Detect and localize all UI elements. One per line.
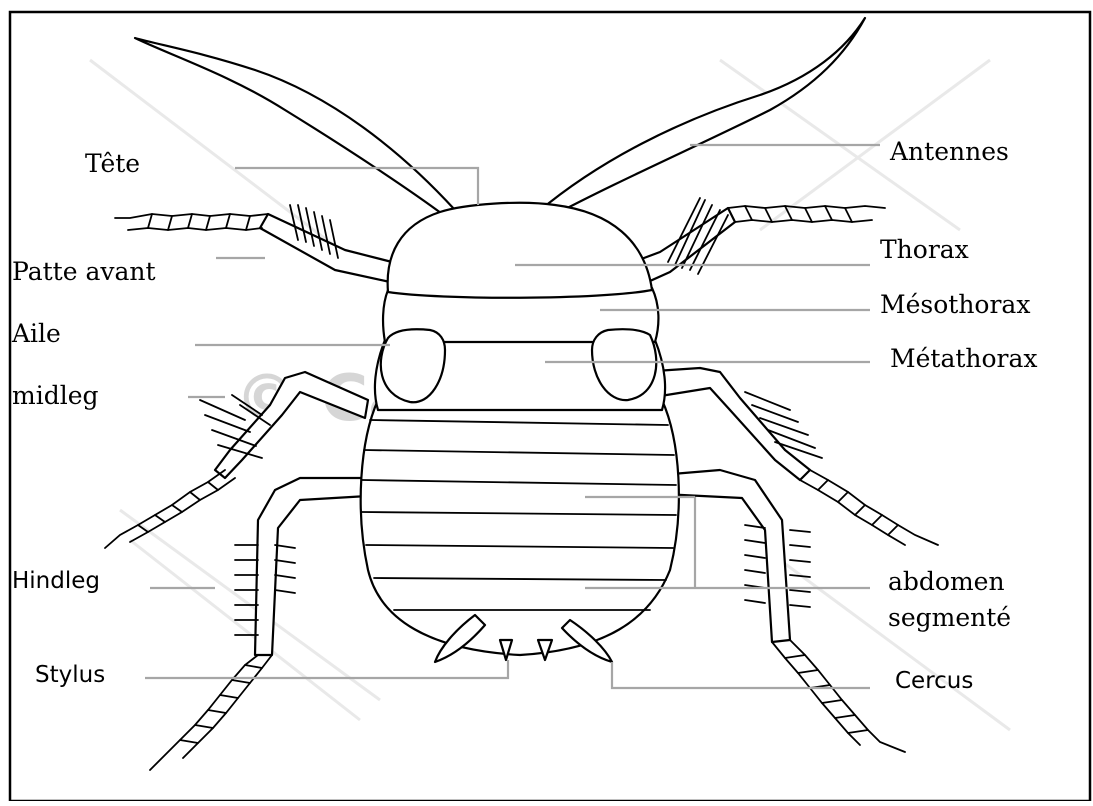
label-antennes: Antennes (889, 137, 1009, 166)
label-thorax: Thorax (880, 235, 969, 264)
insect-body (361, 203, 679, 662)
antennae (135, 18, 865, 216)
label-abdomen-line1: abdomen (888, 567, 1005, 596)
label-stylus: Stylus (35, 662, 105, 688)
label-cercus: Cercus (895, 668, 973, 694)
label-patte-avant: Patte avant (12, 257, 156, 286)
label-hindleg: Hindleg (12, 568, 100, 594)
label-abdomen-line2: segmenté (888, 603, 1011, 632)
label-mesothorax: Mésothorax (880, 290, 1030, 319)
label-tete: Tête (85, 149, 140, 178)
label-metathorax: Métathorax (890, 344, 1038, 373)
label-midleg: midleg (12, 381, 99, 410)
label-aile: Aile (11, 319, 61, 348)
